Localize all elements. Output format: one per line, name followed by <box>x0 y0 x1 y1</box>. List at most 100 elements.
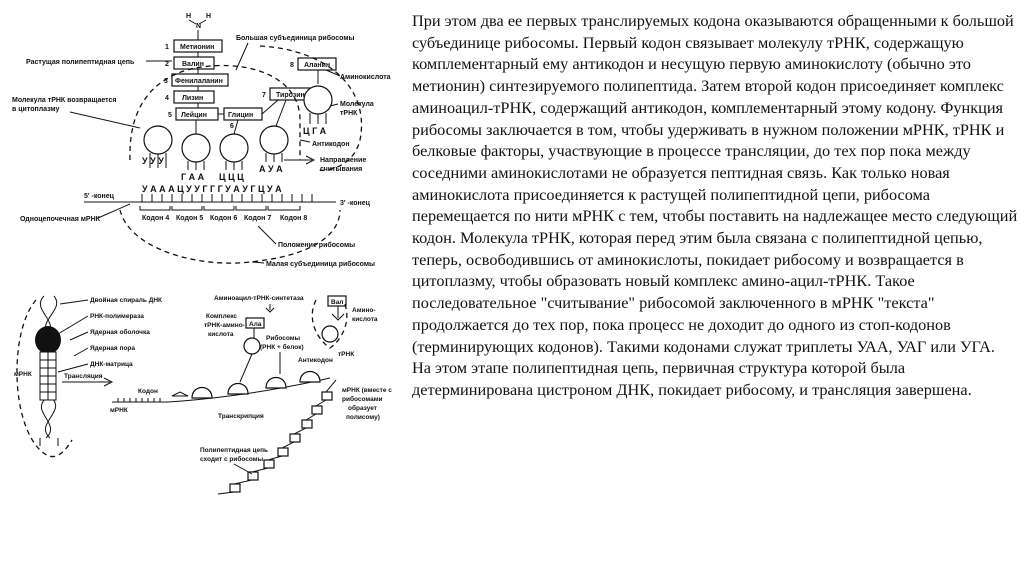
small-subunit-outline <box>119 209 341 264</box>
ala-label: Ала <box>249 321 262 328</box>
large-subunit-outline <box>129 64 301 161</box>
amino-label-5: Лейцин <box>181 111 207 119</box>
direction-label-2: считывания <box>320 166 362 173</box>
complex-label-3: кислота <box>208 331 234 338</box>
ribosome-1 <box>191 386 213 399</box>
ribosome-4 <box>299 370 321 383</box>
nucleus-outline <box>16 299 73 458</box>
polysome-label-1: мРНК (вместе с <box>342 387 392 394</box>
mrna-mid-label: мРНК <box>110 407 128 414</box>
nuclear-pore-label: Ядерная пора <box>90 345 135 352</box>
anticodon-5: Ц Г А <box>303 126 327 136</box>
trna-circle-2 <box>181 133 211 163</box>
amino-number-3: 3 <box>164 78 168 85</box>
trna-returns-label-2: в цитоплазму <box>12 106 60 113</box>
complex-label-2: тРНК-амино- <box>204 322 245 329</box>
peptide-staircase <box>217 379 337 495</box>
rna-polymerase-label: РНК-полимераза <box>90 313 144 320</box>
body-text: При этом два ее первых транслируемых код… <box>412 10 1018 401</box>
synthetase-label: Аминоацил-тРНК-синтетаза <box>214 295 304 302</box>
alanine-box <box>297 57 337 71</box>
val-label: Вал <box>331 299 343 306</box>
direction-label-1: Направление <box>320 157 366 164</box>
dna-helix-bottom <box>40 397 57 439</box>
polysome-ribosomes <box>191 370 321 399</box>
leaves-label-2: сходит с рибосомы <box>200 455 264 463</box>
amino-box-4 <box>173 90 215 104</box>
codon-8: Кодон 8 <box>280 215 307 222</box>
nuclear-envelope-label: Ядерная оболочка <box>90 328 150 336</box>
small-subunit-label: Малая субъединица рибосомы <box>266 260 375 268</box>
top-diagram: H H N Метионин 1 Валин 2 Фенилаланин 3 Л… <box>12 13 391 268</box>
anticodon-bottom-label: Антикодон <box>298 357 333 364</box>
trna-circle-1 <box>143 125 173 155</box>
trna-outline <box>311 299 348 349</box>
ribosome-position-label: Положение рибосомы <box>278 241 355 249</box>
tyrosine-label: Тирозин <box>276 92 305 99</box>
ribosomes-label-1: Рибосомы <box>266 334 301 342</box>
amino-label-3: Фенилаланин <box>175 78 223 85</box>
alanine-number: 8 <box>290 62 294 69</box>
trna-circle-4 <box>259 125 289 155</box>
large-subunit-label: Большая субъединица рибосомы <box>236 34 354 42</box>
n-terminus-n: N <box>196 23 201 30</box>
alanine-label: Аланин <box>304 62 330 69</box>
amino-number-4: 4 <box>165 95 169 102</box>
trna-group: У У У Г А А Ц Ц Ц А У А Ц Г А <box>142 85 333 182</box>
aminoacid-label-2: кислота <box>352 316 378 323</box>
leaves-label-1: Полипептидная цепь <box>200 447 268 454</box>
codon-4: Кодон 4 <box>142 215 169 222</box>
single-mrna-label: Одноцепочечная мРНК <box>20 216 101 223</box>
anticodon-3: Ц Ц Ц <box>219 172 244 182</box>
trna-circle-3 <box>219 133 249 163</box>
amino-label-6: Глицин <box>228 112 253 119</box>
amino-label-1: Метионин <box>180 44 214 51</box>
amino-number-2: 2 <box>165 61 169 68</box>
amino-box-3 <box>171 73 229 87</box>
translation-diagram: H H N Метионин 1 Валин 2 Фенилаланин 3 Л… <box>12 13 392 495</box>
rna-polymerase <box>35 326 61 354</box>
codon-5: Кодон 5 <box>176 215 203 222</box>
large-subunit-right <box>259 45 363 171</box>
amino-label-4: Лизин <box>182 95 203 102</box>
polysome-label-2: рибосомами <box>342 395 383 403</box>
tyrosine-number: 7 <box>262 92 266 99</box>
trna-bottom-label: тРНК <box>338 351 354 358</box>
translation-label: Трансляция <box>64 373 103 380</box>
polysome-label-3: образует <box>348 404 377 412</box>
n-terminus-h1: H <box>186 13 191 20</box>
codon-7: Кодон 7 <box>244 215 271 222</box>
amino-number-6: 6 <box>230 123 234 130</box>
amino-acid-label: Аминокислота <box>340 74 391 81</box>
amino-box-2 <box>173 56 215 70</box>
aminoacid-label-1: Амино- <box>352 307 376 314</box>
transcription-label: Транскрипция <box>218 413 264 420</box>
trna-label-2: тРНК <box>340 110 358 117</box>
polysome-label-4: полисому) <box>346 414 380 421</box>
ala-box <box>245 317 265 329</box>
dna-template-label: ДНК-матрица <box>90 361 133 368</box>
mrna-left-label: мРНК <box>14 371 32 378</box>
trna-label-1: Молекула <box>340 101 374 108</box>
anticodon-label: Антикодон <box>312 141 350 148</box>
codon-6: Кодон 6 <box>210 215 237 222</box>
trna-circle <box>321 325 339 343</box>
trna-circle-5 <box>303 85 333 115</box>
amino-number-5: 5 <box>168 112 172 119</box>
three-end-label: 3' -конец <box>340 200 371 207</box>
paragraph: При этом два ее первых транслируемых код… <box>412 11 1018 399</box>
anticodon-2: Г А А <box>181 172 205 182</box>
ribosomes-label-2: (РНК + белок) <box>260 343 304 351</box>
dna-helix-label: Двойная спираль ДНК <box>90 296 162 304</box>
complex-label-1: Комплекс <box>206 313 237 320</box>
ribosome-3 <box>265 376 287 389</box>
amino-label-2: Валин <box>182 61 204 68</box>
trna-complex-circle <box>243 337 261 355</box>
amino-number-1: 1 <box>165 44 169 51</box>
val-box <box>327 295 347 307</box>
trna-returns-label-1: Молекула тРНК возвращается <box>12 97 116 104</box>
ribosome-2 <box>227 382 249 395</box>
mrna-sequence: У А А А Ц У У Г Г Г У А У Г Ц У А <box>142 184 282 194</box>
five-end-label: 5' -конец <box>84 193 115 200</box>
